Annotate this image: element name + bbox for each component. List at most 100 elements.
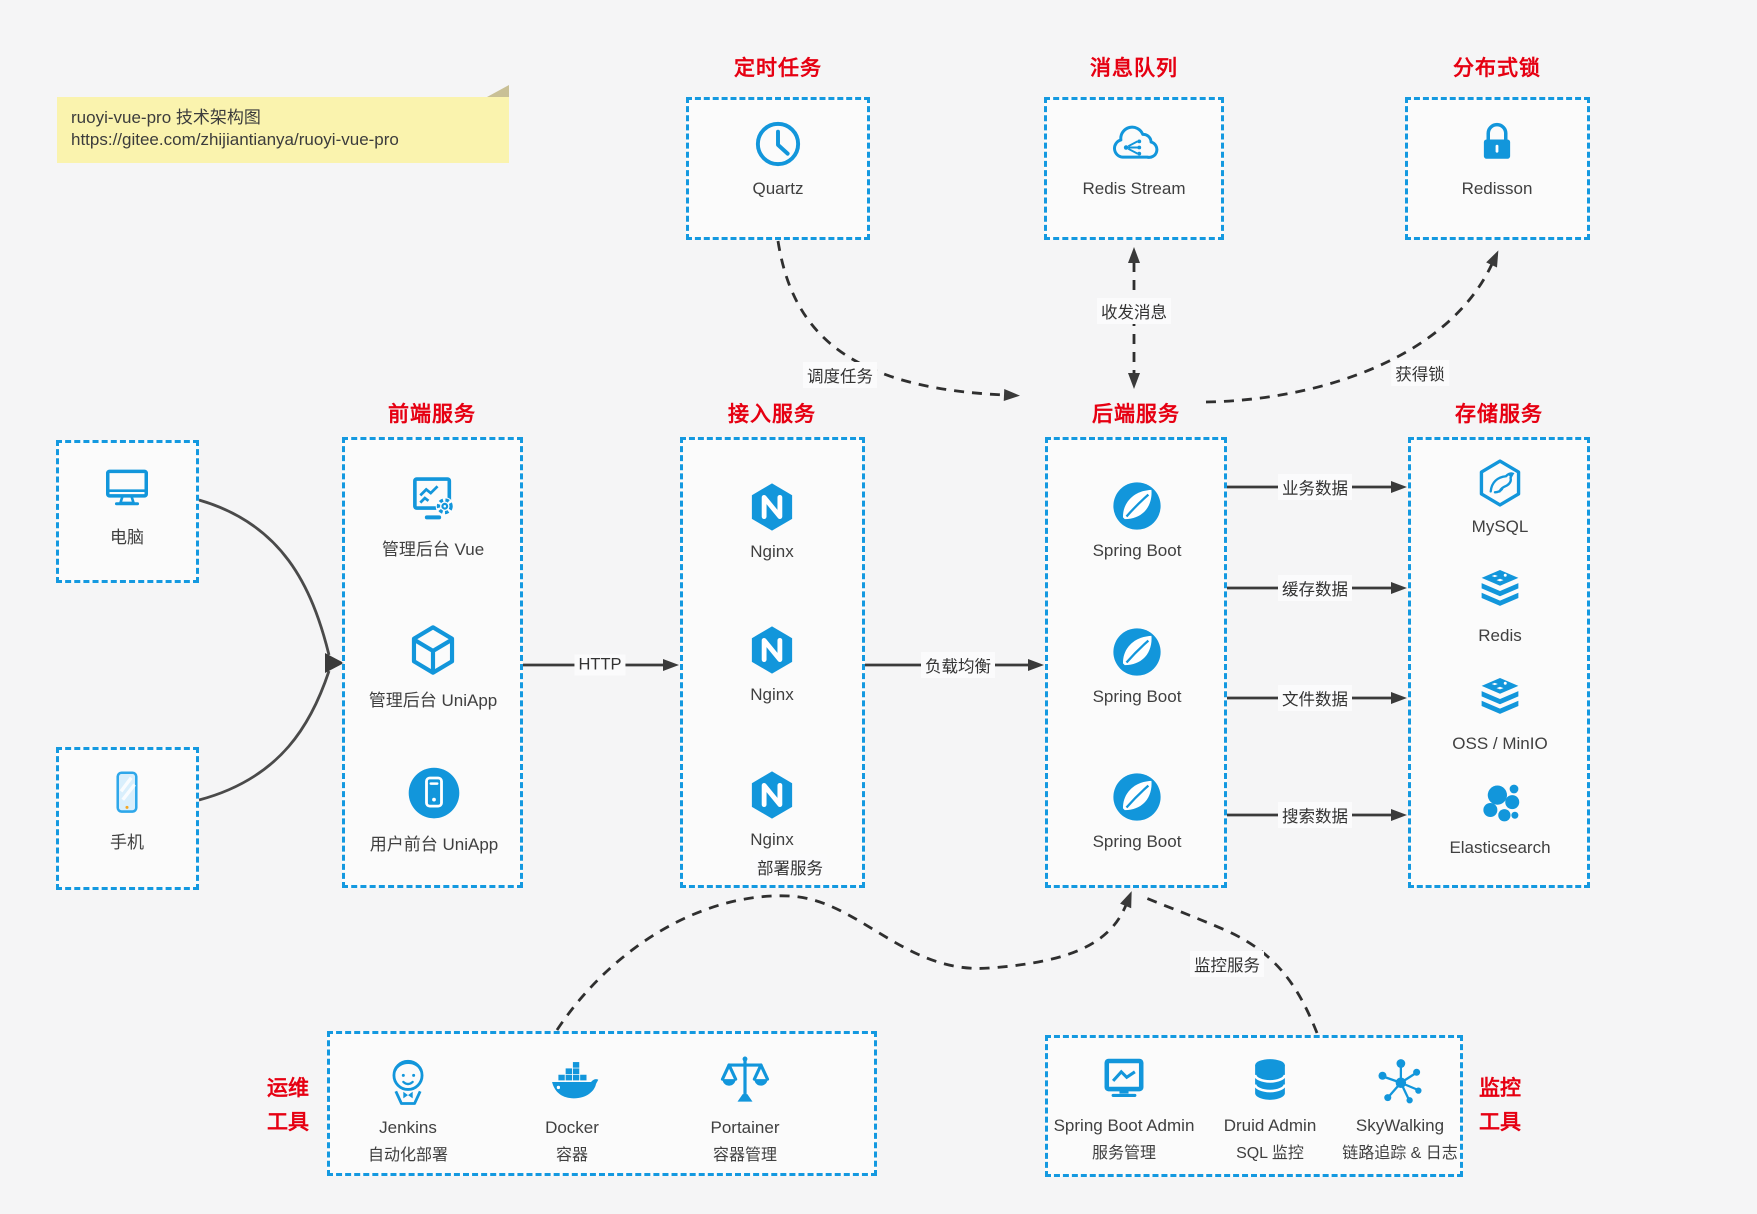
uniapp-cube-icon	[411, 625, 455, 675]
monitoring-item-druid-desc: SQL 监控	[1236, 1145, 1304, 1162]
ops-item-jenkins-name: Jenkins	[379, 1118, 437, 1137]
title-scheduled-tasks: 定时任务	[734, 57, 822, 80]
edge-phone-to-frontend	[198, 670, 331, 802]
gateway-node-2: Nginx	[687, 622, 857, 705]
quartz-box	[686, 97, 870, 240]
backend-item-1: Spring Boot	[1092, 541, 1182, 560]
title-distributed-lock: 分布式锁	[1453, 57, 1541, 80]
edge-label-schedule-task: 调度任务	[803, 362, 877, 388]
monitoring-node-skywalking: SkyWalking 链路追踪 & 日志	[1315, 1053, 1485, 1163]
mobile-client-box	[56, 747, 199, 890]
quartz-node: Quartz	[693, 116, 863, 199]
docker-icon	[552, 1062, 599, 1099]
storage-node-es: Elasticsearch	[1415, 775, 1585, 858]
quartz-label: Quartz	[752, 179, 804, 198]
storage-node-redis: Redis	[1415, 563, 1585, 646]
note-url: https://gitee.com/zhijiantianya/ruoyi-vu…	[71, 130, 399, 149]
ops-item-portainer-desc: 容器管理	[712, 1147, 777, 1164]
scales-icon	[720, 1056, 770, 1102]
edge-deploy-service-line	[555, 891, 1132, 1031]
monitoring-item-sba-name: Spring Boot Admin	[1053, 1116, 1195, 1135]
redis-stream-box	[1044, 97, 1224, 240]
edge-label-search-data: 搜索数据	[1278, 802, 1352, 828]
edge-label-deploy-service: 部署服务	[753, 854, 827, 880]
storage-item-redis: Redis	[1478, 626, 1522, 645]
frontend-item-vue: 管理后台 Vue	[381, 540, 485, 559]
frontend-node-user-uniapp: 用户前台 UniApp	[349, 763, 519, 855]
edge-acquire-lock-line	[1205, 250, 1499, 404]
lock-icon	[1483, 122, 1511, 159]
title-storage: 存储服务	[1455, 403, 1543, 426]
backend-node-1: Spring Boot	[1052, 478, 1222, 561]
edge-label-cache-data: 缓存数据	[1278, 575, 1352, 601]
gateway-item-2: Nginx	[750, 685, 794, 704]
nginx-icon	[751, 483, 793, 531]
client-arrowhead	[325, 653, 344, 673]
edge-schedule-task-line	[776, 240, 1020, 401]
redisson-label: Redisson	[1461, 179, 1533, 198]
gateway-node-3: Nginx	[687, 767, 857, 850]
title-monitoring-line1: 监控	[1479, 1077, 1521, 1100]
title-backend: 后端服务	[1092, 403, 1180, 426]
edge-monitor-service-line	[1145, 896, 1319, 1034]
nginx-icon	[751, 771, 793, 819]
monitoring-item-skywalking-desc: 链路追踪 & 日志	[1342, 1145, 1458, 1162]
elasticsearch-icon	[1483, 784, 1520, 822]
frontend-node-admin-uniapp: 管理后台 UniApp	[348, 621, 518, 711]
spring-boot-icon	[1113, 482, 1161, 530]
ops-item-docker-desc: 容器	[555, 1147, 588, 1164]
mobile-client-node: 手机	[42, 765, 212, 853]
clock-icon	[755, 121, 801, 167]
note-fold-corner	[487, 85, 509, 97]
backend-item-2: Spring Boot	[1092, 687, 1182, 706]
edge-label-file-data: 文件数据	[1278, 685, 1352, 711]
ops-item-jenkins-desc: 自动化部署	[367, 1147, 448, 1164]
cloud-stream-icon	[1113, 125, 1159, 159]
ops-item-docker-name: Docker	[545, 1118, 599, 1137]
edge-label-loadbalance: 负载均衡	[921, 652, 995, 678]
storage-node-oss: OSS / MinIO	[1415, 671, 1585, 754]
monitoring-node-sba: Spring Boot Admin 服务管理	[1039, 1051, 1209, 1163]
ops-node-portainer: Portainer 容器管理	[660, 1051, 830, 1165]
jenkins-icon	[392, 1059, 424, 1105]
title-monitoring-line2: 工具	[1479, 1111, 1521, 1134]
monitoring-item-druid-name: Druid Admin	[1223, 1116, 1317, 1135]
ops-node-docker: Docker 容器	[487, 1053, 657, 1165]
redis-stack-icon	[1481, 570, 1519, 606]
network-hub-icon	[1378, 1059, 1422, 1104]
monitoring-item-sba-desc: 服务管理	[1091, 1145, 1156, 1162]
gateway-node-1: Nginx	[687, 479, 857, 562]
edge-label-monitor-service: 监控服务	[1190, 951, 1264, 977]
backend-node-3: Spring Boot	[1052, 769, 1222, 852]
admin-monitor-chart-icon	[1104, 1058, 1144, 1097]
mysql-icon	[1479, 459, 1521, 507]
edge-label-message: 收发消息	[1097, 298, 1171, 324]
title-gateway: 接入服务	[728, 403, 816, 426]
pc-client-box	[56, 440, 199, 583]
phone-icon	[116, 771, 138, 813]
redisson-box	[1405, 97, 1590, 240]
nginx-icon	[751, 626, 793, 674]
note-title: ruoyi-vue-pro 技术架构图	[71, 108, 261, 127]
backend-item-3: Spring Boot	[1092, 832, 1182, 851]
circle-phone-icon	[408, 767, 460, 819]
gateway-item-3: Nginx	[750, 830, 794, 849]
storage-node-mysql: MySQL	[1415, 456, 1585, 537]
title-ops-line2: 工具	[267, 1111, 309, 1134]
admin-screen-gear-icon	[413, 477, 454, 520]
title-ops-line1: 运维	[267, 1077, 309, 1100]
spring-boot-icon	[1113, 773, 1161, 821]
pc-client-label: 电脑	[110, 528, 144, 547]
spring-boot-icon	[1113, 628, 1161, 676]
database-icon	[1253, 1059, 1287, 1100]
gateway-item-1: Nginx	[750, 542, 794, 561]
storage-box	[1408, 437, 1590, 888]
mobile-client-label: 手机	[110, 833, 144, 852]
edge-label-acquire-lock: 获得锁	[1391, 360, 1449, 386]
frontend-node-vue: 管理后台 Vue	[348, 470, 518, 560]
monitoring-node-druid: Druid Admin SQL 监控	[1185, 1053, 1355, 1163]
redis-stream-node: Redis Stream	[1049, 116, 1219, 199]
title-frontend: 前端服务	[388, 403, 476, 426]
edge-pc-to-frontend	[198, 498, 331, 656]
